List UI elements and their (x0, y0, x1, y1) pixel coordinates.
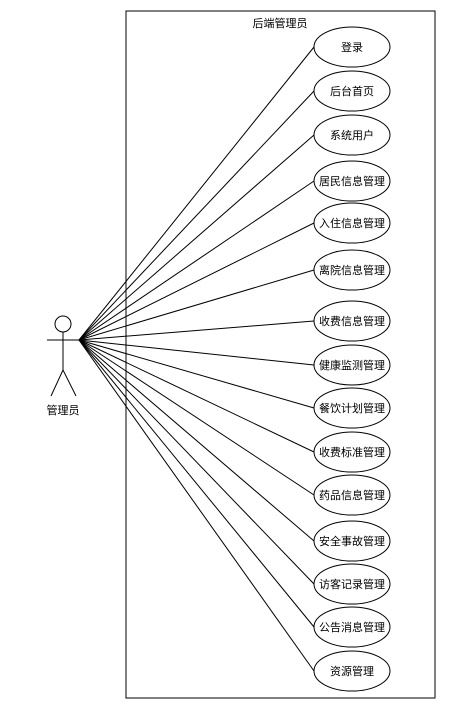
use-case-ellipse (313, 249, 391, 291)
association-line (78, 339, 315, 542)
use-case-ellipse (313, 70, 391, 112)
use-case: 离院信息管理 (313, 249, 391, 291)
use-case-label: 系统用户 (330, 128, 374, 142)
association-line (78, 180, 315, 341)
association-line (78, 269, 315, 341)
use-case-label: 健康监测管理 (319, 358, 385, 372)
use-case-ellipse (313, 26, 391, 68)
system-boundary (125, 10, 436, 699)
associations (78, 46, 315, 672)
association-line (78, 90, 315, 341)
use-case-label: 资源管理 (330, 664, 374, 678)
actor-right-leg (62, 369, 77, 397)
use-case-label: 登录 (341, 40, 363, 54)
use-case: 登录 (313, 26, 391, 68)
association-line (78, 339, 315, 672)
use-case-ellipse (313, 300, 391, 342)
use-case-label: 收费信息管理 (319, 314, 385, 328)
system-title: 后端管理员 (253, 16, 308, 30)
actor-name: 管理员 (47, 403, 80, 417)
use-case-label: 居民信息管理 (319, 174, 385, 188)
association-line (78, 339, 315, 366)
use-case-label: 餐饮计划管理 (319, 401, 385, 415)
use-case: 收费信息管理 (313, 300, 391, 342)
use-cases: 登录后台首页系统用户居民信息管理入住信息管理离院信息管理收费信息管理健康监测管理… (313, 26, 391, 692)
use-case-label: 收费标准管理 (319, 445, 385, 459)
use-case-ellipse (313, 474, 391, 516)
use-case: 系统用户 (313, 114, 391, 156)
use-case: 安全事故管理 (313, 520, 391, 562)
use-case-ellipse (313, 202, 391, 244)
use-case-ellipse (313, 160, 391, 202)
use-case-ellipse (313, 563, 391, 605)
association-line (78, 339, 315, 585)
association-line (78, 339, 315, 628)
use-case: 居民信息管理 (313, 160, 391, 202)
use-case-label: 离院信息管理 (319, 263, 385, 277)
actor-head (54, 315, 72, 333)
use-case: 公告消息管理 (313, 606, 391, 648)
use-case-label: 药品信息管理 (319, 488, 385, 502)
use-case-ellipse (313, 114, 391, 156)
association-line (78, 134, 315, 341)
association-line (78, 339, 315, 453)
use-case-ellipse (313, 520, 391, 562)
actor-left-leg (50, 369, 64, 397)
use-case-label: 公告消息管理 (319, 620, 385, 634)
use-case-ellipse (313, 606, 391, 648)
use-case: 餐饮计划管理 (313, 387, 391, 429)
use-case-label: 入住信息管理 (319, 216, 385, 230)
association-line (78, 339, 315, 409)
association-line (78, 46, 315, 341)
association-line (78, 320, 315, 341)
use-case-ellipse (313, 431, 391, 473)
use-case-ellipse (313, 344, 391, 386)
use-case: 后台首页 (313, 70, 391, 112)
association-line (78, 339, 315, 496)
use-case: 资源管理 (313, 650, 391, 692)
use-case-ellipse (313, 387, 391, 429)
use-case: 收费标准管理 (313, 431, 391, 473)
use-case-label: 安全事故管理 (319, 534, 385, 548)
association-line (78, 222, 315, 341)
use-case: 健康监测管理 (313, 344, 391, 386)
use-case-ellipse (313, 650, 391, 692)
use-case-label: 后台首页 (330, 84, 374, 98)
use-case: 药品信息管理 (313, 474, 391, 516)
use-case: 访客记录管理 (313, 563, 391, 605)
use-case: 入住信息管理 (313, 202, 391, 244)
actor-figure (47, 315, 79, 397)
use-case-label: 访客记录管理 (319, 577, 385, 591)
